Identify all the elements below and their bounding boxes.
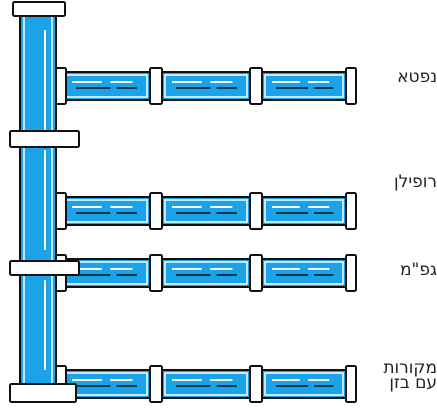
header-bottom-cap (9, 383, 77, 403)
branch-label-naphtha: נפטא (397, 67, 437, 87)
coupling-flange (249, 192, 263, 230)
pipe-segment (161, 71, 251, 101)
end-cap-flange (345, 254, 357, 292)
header-top-cap (12, 1, 66, 17)
pipe-segment (161, 369, 251, 399)
pipe-segment (61, 71, 151, 101)
pipe-highlight (264, 372, 344, 396)
pipe-segment (161, 196, 251, 226)
pipe-highlight (164, 74, 248, 98)
coupling-flange (249, 67, 263, 105)
pipe-segment (161, 258, 251, 288)
pipe-highlight (264, 261, 344, 285)
end-cap-flange (345, 365, 357, 403)
branch-label-sources-with-bazan: מקורות עם בזן (383, 358, 437, 393)
coupling-flange (249, 254, 263, 292)
pipe-segment (261, 71, 347, 101)
header-flange (9, 130, 80, 148)
pipe-segment (261, 369, 347, 399)
main-header-pipe (9, 1, 80, 403)
pipe-highlight (264, 199, 344, 223)
header-pipe-body (19, 9, 57, 399)
branch-pipe-naphtha (55, 67, 357, 105)
pipe-segment (261, 196, 347, 226)
coupling-flange (149, 192, 163, 230)
coupling-flange (55, 67, 67, 105)
coupling-flange (249, 365, 263, 403)
branch-pipe-lpg (55, 254, 357, 292)
branch-pipe-sources (55, 365, 357, 403)
header-flange (9, 260, 80, 276)
end-cap-flange (345, 192, 357, 230)
pipe-segment (61, 196, 151, 226)
end-cap-flange (345, 67, 357, 105)
branch-label-lpg: גפ"מ (400, 260, 437, 280)
coupling-flange (149, 365, 163, 403)
pipe-highlight (264, 74, 344, 98)
pipe-highlight (164, 261, 248, 285)
branch-label-propylene: רופילן (394, 172, 437, 192)
coupling-flange (149, 254, 163, 292)
pipe-highlight (164, 372, 248, 396)
pipe-highlight (164, 199, 248, 223)
coupling-flange (149, 67, 163, 105)
branch-pipe-propylene (55, 192, 357, 230)
coupling-flange (55, 192, 67, 230)
branch-pipes (55, 67, 357, 403)
pipe-segment (261, 258, 347, 288)
